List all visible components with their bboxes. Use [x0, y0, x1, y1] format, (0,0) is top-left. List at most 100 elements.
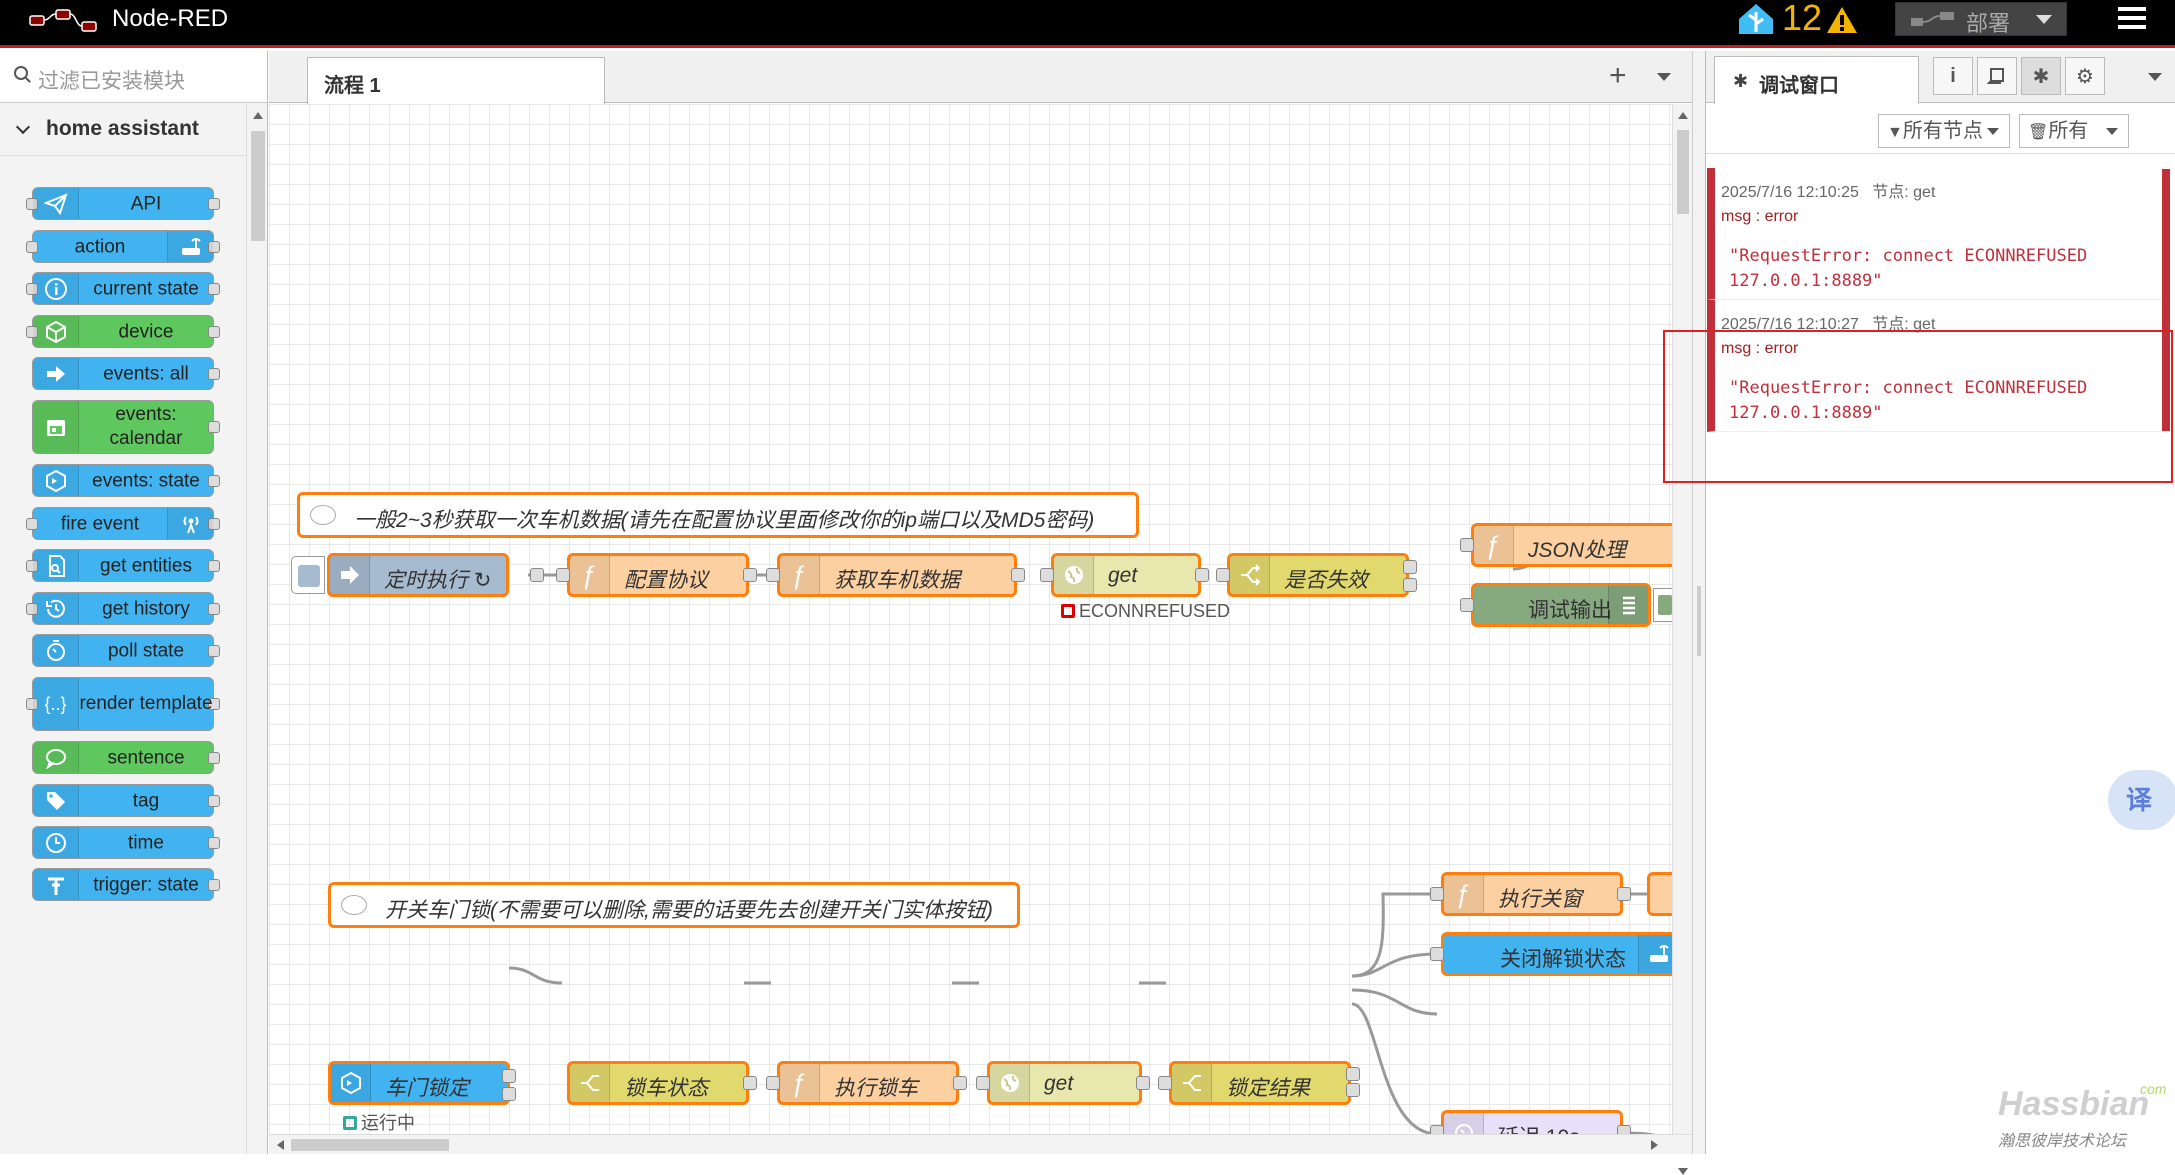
palette-node-tag[interactable]: tag: [32, 784, 220, 817]
palette-category-label: home assistant: [46, 117, 199, 140]
search-icon: [14, 66, 28, 80]
deploy-label: 部署: [1966, 11, 2011, 36]
tab-debug[interactable]: ✱ 调试窗口: [1714, 56, 1919, 104]
comment-icon: [341, 895, 367, 915]
palette-node-get-entities[interactable]: get entities: [26, 549, 220, 582]
delay-node[interactable]: 延迟 10s: [1441, 1110, 1623, 1134]
function-node-fetch[interactable]: ƒ 获取车机数据: [777, 553, 1017, 597]
function-icon: ƒ: [780, 556, 820, 594]
palette-node-device[interactable]: device: [26, 315, 220, 348]
clock-icon: [33, 827, 79, 858]
comment-node-1[interactable]: 一般2~3秒获取一次车机数据(请先在配置协议里面修改你的ip端口以及MD5密码): [297, 492, 1139, 538]
switch-node-lock-state[interactable]: 锁车状态: [567, 1061, 749, 1105]
debug-node[interactable]: 调试输出: [1471, 583, 1651, 627]
palette-node-events-calendar[interactable]: events: calendar: [32, 400, 220, 454]
trigger-icon: [33, 869, 79, 900]
message-node-link[interactable]: 节点: get: [1872, 184, 1936, 201]
app-title: Node-RED: [112, 5, 229, 32]
palette-node-events-all[interactable]: events: all: [32, 357, 220, 390]
function-node-partial[interactable]: [1647, 872, 1672, 916]
debug-sidebar: ✱ 调试窗口 i ✱ ⚙ ▼所有节点 🗑所有 2025/7/16 12:10:2…: [1705, 51, 2175, 1154]
cube-icon: [33, 316, 79, 347]
config-gear-icon[interactable]: ⚙: [2065, 57, 2105, 95]
debug-bug-icon[interactable]: ✱: [2021, 57, 2061, 95]
function-node-config[interactable]: ƒ 配置协议: [567, 553, 749, 597]
debug-message-1[interactable]: 2025/7/16 12:10:25 节点: get msg : error "…: [1707, 168, 2169, 300]
status-error-icon: [1061, 604, 1075, 618]
deploy-button[interactable]: 部署: [1895, 2, 2067, 36]
translate-button[interactable]: 译: [2108, 770, 2175, 830]
function-node-exec-lock[interactable]: ƒ 执行锁车: [777, 1061, 959, 1105]
flow-list-dropdown-icon[interactable]: [1657, 73, 1671, 81]
palette-node-api[interactable]: API: [26, 187, 220, 220]
help-book-icon[interactable]: [1977, 57, 2017, 95]
comment-icon: [310, 505, 336, 525]
warning-count[interactable]: 12: [1782, 0, 1823, 38]
action-node-close-unlock[interactable]: 关闭解锁状态: [1441, 932, 1672, 976]
inject-trigger-button[interactable]: [291, 556, 325, 594]
document-search-icon: [33, 550, 79, 581]
switch-icon: [1172, 1064, 1212, 1102]
clear-all-select[interactable]: 🗑所有: [2019, 114, 2129, 148]
comment-node-2[interactable]: 开关车门锁(不需要可以删除,需要的话要先去创建开关门实体按钮): [328, 882, 1020, 928]
info-tab-icon[interactable]: i: [1933, 57, 1973, 95]
palette-search[interactable]: 过滤已安装模块: [0, 51, 267, 103]
palette-node-current-state[interactable]: current state: [26, 272, 220, 305]
message-topic: msg : error: [1721, 208, 1799, 225]
paper-plane-icon: [33, 188, 79, 219]
canvas-horizontal-scrollbar[interactable]: [269, 1134, 1692, 1154]
function-node-exec-close[interactable]: ƒ 执行关窗: [1441, 872, 1623, 916]
debug-toggle-button[interactable]: [1653, 588, 1672, 622]
switch-icon: [1230, 556, 1270, 594]
add-flow-icon[interactable]: +: [1609, 59, 1627, 92]
sidebar-resize-handle[interactable]: [1692, 51, 1705, 1154]
watermark: Hassbian com 瀚思彼岸技术论坛: [1998, 1081, 2168, 1150]
flow-wires: [508, 543, 1657, 1134]
palette-search-input[interactable]: 过滤已安装模块: [38, 70, 185, 93]
message-node-link[interactable]: 节点: get: [1872, 316, 1936, 333]
palette-node-action[interactable]: action: [26, 230, 220, 263]
status-running-icon: [343, 1116, 357, 1130]
inject-node[interactable]: 定时执行 ↻: [327, 553, 509, 597]
router-icon: [1638, 935, 1672, 973]
palette-node-trigger-state[interactable]: trigger: state: [32, 868, 220, 901]
workspace-tab-bar: 流程 1 +: [269, 51, 1692, 104]
function-icon: ƒ: [1444, 875, 1484, 913]
palette-node-sentence[interactable]: sentence: [32, 741, 220, 774]
tab-flow-1[interactable]: 流程 1: [307, 57, 605, 104]
braces-icon: {..}: [33, 678, 79, 730]
deploy-dropdown-icon[interactable]: [2036, 15, 2052, 24]
palette-node-get-history[interactable]: get history: [26, 592, 220, 625]
palette-node-time[interactable]: time: [32, 826, 220, 859]
palette-node-events-state[interactable]: events: state: [32, 464, 220, 497]
events-state-node-door-lock[interactable]: 车门锁定: [328, 1061, 510, 1105]
tag-icon: [33, 785, 79, 816]
filter-nodes-select[interactable]: ▼所有节点: [1878, 114, 2010, 148]
palette-node-poll-state[interactable]: poll state: [32, 634, 220, 667]
canvas-vertical-scrollbar[interactable]: [1672, 104, 1692, 1175]
node-status-running: 运行中: [343, 1109, 415, 1134]
list-icon: [1608, 586, 1648, 624]
debug-message-2[interactable]: 2025/7/16 12:10:27 节点: get msg : error "…: [1707, 300, 2169, 432]
palette-scrollbar[interactable]: [246, 104, 267, 1154]
home-assistant-icon[interactable]: [1736, 2, 1776, 36]
function-node-json[interactable]: ƒ JSON处理: [1471, 523, 1672, 567]
history-icon: [33, 593, 79, 624]
switch-node-invalid[interactable]: 是否失效: [1227, 553, 1409, 597]
arrow-right-icon: [33, 358, 79, 389]
http-get-node-1[interactable]: get: [1051, 553, 1201, 597]
header-bar: Node-RED 12 部署: [0, 0, 2175, 48]
chevron-down-icon: [15, 119, 31, 135]
http-get-node-2[interactable]: get: [987, 1061, 1142, 1105]
sidebar-tabs-dropdown-icon[interactable]: [2148, 73, 2162, 81]
flow-canvas[interactable]: 一般2~3秒获取一次车机数据(请先在配置协议里面修改你的ip端口以及MD5密码)…: [269, 104, 1672, 1134]
warning-icon[interactable]: [1826, 6, 1858, 34]
function-icon: ƒ: [1474, 526, 1514, 564]
palette-category-header[interactable]: home assistant: [0, 104, 250, 156]
hamburger-menu-icon[interactable]: [2112, 4, 2152, 34]
switch-node-lock-result[interactable]: 锁定结果: [1169, 1061, 1351, 1105]
hexagon-arrow-icon: [33, 465, 79, 496]
palette-node-fire-event[interactable]: fire event: [26, 507, 220, 540]
sidebar-tab-bar: ✱ 调试窗口 i ✱ ⚙: [1706, 51, 2175, 104]
palette-node-render-template[interactable]: {..} render template: [26, 677, 220, 731]
